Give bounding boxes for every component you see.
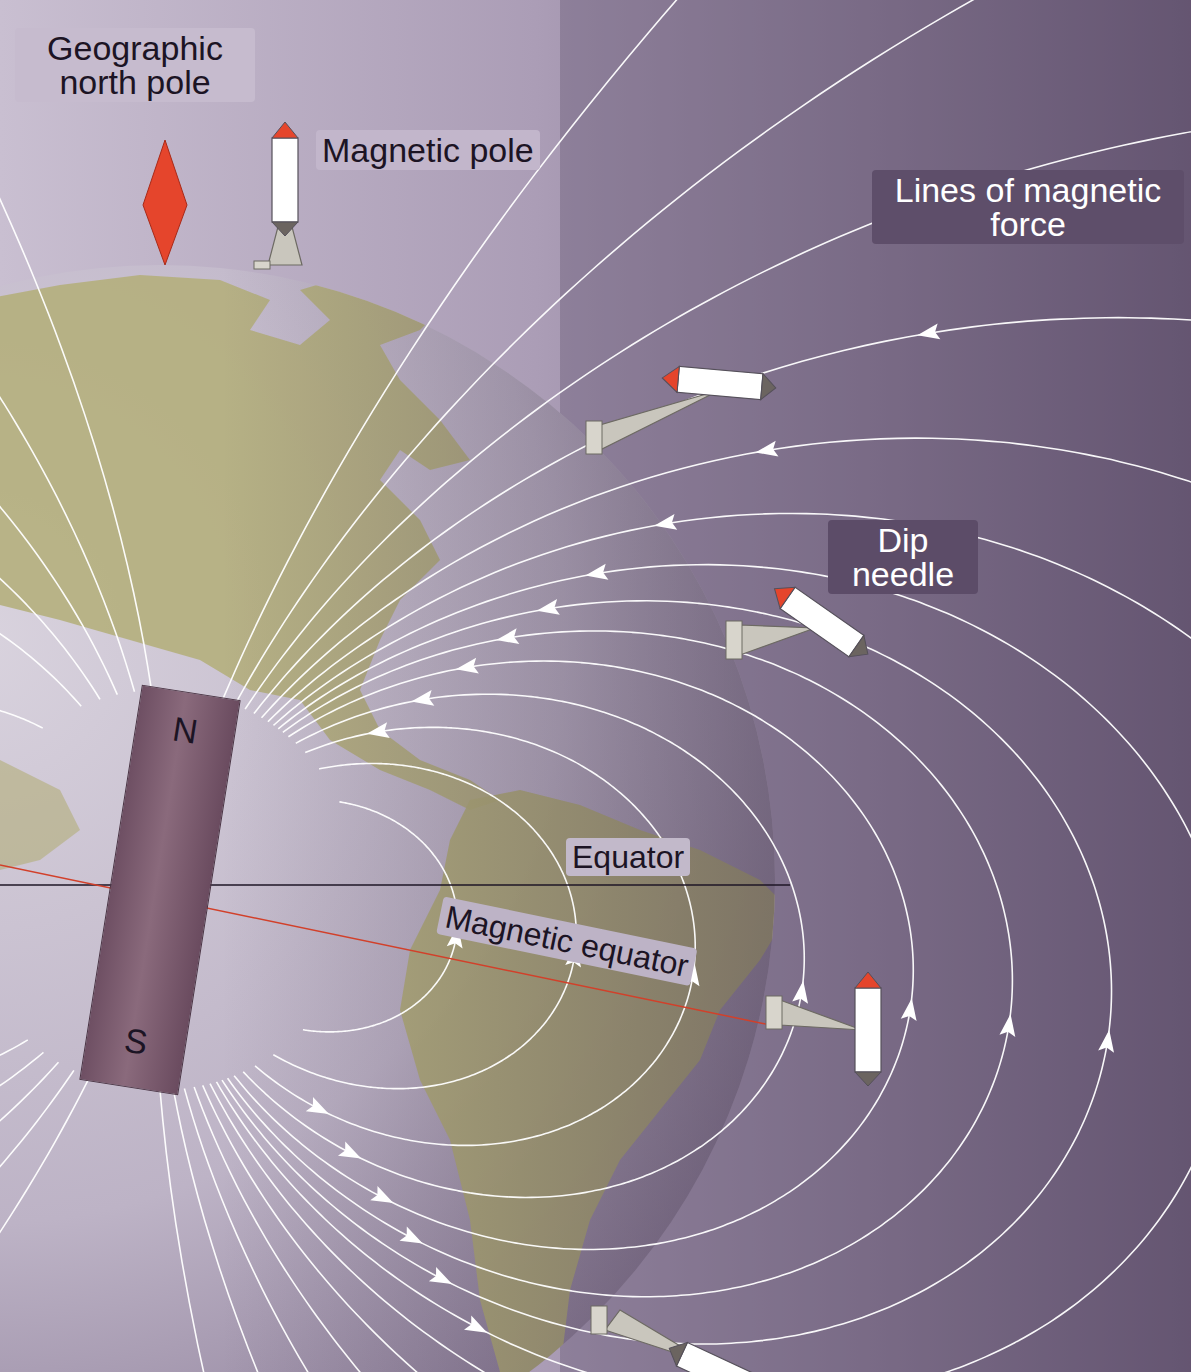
- needle-south-tip: [761, 374, 777, 401]
- earth-globe: [0, 265, 775, 1372]
- field-arrowhead: [653, 514, 677, 534]
- needle-stand: [780, 1000, 862, 1030]
- pole-letter: N: [170, 709, 200, 751]
- needle-body: [855, 988, 881, 1072]
- needle-south-tip: [855, 1072, 881, 1086]
- field-arrowhead: [495, 628, 519, 648]
- needle-body: [780, 587, 864, 656]
- pole-letter: S: [122, 1021, 151, 1063]
- field-line: [0, 701, 43, 1011]
- field-line: [210, 513, 1191, 1372]
- field-arrowhead: [400, 1226, 427, 1250]
- bar-magnet: NS: [79, 685, 240, 1096]
- field-line: [203, 438, 1191, 1372]
- field-arrowhead: [999, 1013, 1018, 1037]
- field-line: [194, 318, 1191, 1372]
- field-line: [222, 601, 1112, 1344]
- field-arrowhead: [535, 599, 559, 619]
- dip-needle: [272, 122, 298, 236]
- field-arrowhead: [1098, 1029, 1117, 1053]
- needle-base: [726, 621, 742, 659]
- field-arrowhead: [338, 1141, 365, 1165]
- field-arrowhead: [410, 690, 434, 710]
- field-arrowhead: [584, 564, 608, 584]
- needle-body: [676, 1342, 763, 1372]
- needle-north-tip: [767, 578, 795, 608]
- field-arrowhead: [792, 980, 811, 1004]
- equator-label: Equator: [566, 838, 690, 876]
- dip-needle: [664, 1337, 778, 1372]
- field-arrowhead: [464, 1316, 491, 1340]
- needle-label: Dip needle: [828, 520, 978, 594]
- field-arrowhead: [370, 1186, 397, 1210]
- dip-needle: [855, 972, 881, 1086]
- pole-label: Magnetic pole: [316, 130, 540, 170]
- pole-label: Geographic north pole: [15, 28, 255, 102]
- needle-base: [254, 261, 270, 269]
- field-arrowhead: [365, 722, 389, 742]
- needle-south-tip: [664, 1337, 688, 1366]
- field-line: [0, 0, 134, 1372]
- geographic-pole-marker: [143, 140, 187, 265]
- field-label: Lines of magnetic force: [872, 170, 1184, 244]
- dip-needles: [254, 122, 881, 1372]
- field-line: [243, 694, 804, 1197]
- needle-north-tip: [855, 972, 881, 988]
- field-line: [160, 0, 1191, 1372]
- field-arrowhead: [306, 1097, 333, 1121]
- terminator-shade: [0, 265, 775, 1372]
- needle-base: [766, 996, 782, 1029]
- needle-stand: [600, 390, 720, 450]
- needle-north-tip: [661, 365, 679, 392]
- field-line: [0, 0, 151, 1372]
- needle-base: [591, 1306, 607, 1334]
- field-arrowhead: [916, 324, 940, 344]
- field-arrowhead: [454, 658, 478, 678]
- field-line: [228, 631, 1013, 1297]
- needle-stand: [740, 625, 815, 655]
- equator-label: Magnetic equator: [436, 896, 698, 986]
- needle-south-tip: [849, 635, 875, 664]
- needle-south-tip: [272, 222, 298, 236]
- field-line: [184, 107, 1191, 1372]
- field-arrowhead: [429, 1267, 456, 1291]
- needle-base: [586, 421, 602, 454]
- needle-north-tip: [272, 122, 298, 138]
- field-line: [0, 559, 81, 1101]
- field-line: [173, 0, 1191, 1372]
- field-line: [216, 565, 1191, 1372]
- field-line: [0, 181, 117, 1342]
- field-arrowhead: [901, 997, 920, 1021]
- field-arrowhead: [754, 441, 778, 461]
- field-line: [303, 802, 457, 1032]
- field-line: [234, 661, 913, 1249]
- dip-needle: [661, 365, 777, 401]
- needle-body: [272, 138, 298, 222]
- needle-body: [677, 366, 763, 399]
